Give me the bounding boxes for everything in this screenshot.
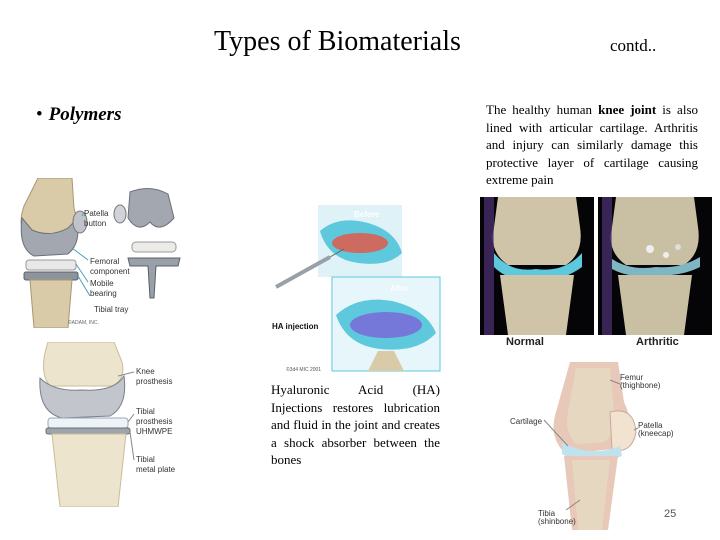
label-kneecap: (kneecap) bbox=[638, 429, 674, 438]
label-patella-anatomy: Patella bbox=[638, 421, 663, 430]
label-uhmwpe: UHMWPE bbox=[136, 427, 172, 436]
description-text-1: The healthy human bbox=[486, 102, 599, 117]
knee-anatomy-figure: Femur (thighbone) Cartilage Patella (kne… bbox=[506, 362, 712, 530]
bullet-label: Polymers bbox=[48, 104, 122, 125]
label-mobile: Mobile bbox=[90, 279, 114, 288]
knee-implant-figure: Patella button Femoral component Mobile … bbox=[10, 178, 188, 328]
label-metal-plate: metal plate bbox=[136, 465, 176, 474]
bullet-item-polymers: •Polymers bbox=[36, 104, 121, 126]
injection-credit: ©3d4 MIC 2001 bbox=[286, 366, 321, 373]
label-component: component bbox=[90, 267, 130, 276]
description-text-2: is also lined with articular cartilage. … bbox=[486, 102, 699, 187]
label-thighbone: (thighbone) bbox=[620, 381, 661, 390]
label-femoral: Femoral bbox=[90, 257, 120, 266]
label-prosthesis: prosthesis bbox=[136, 377, 172, 386]
slide-title: Types of Biomaterials bbox=[214, 26, 461, 57]
ha-caption: Hyaluronic Acid (HA) Injections restores… bbox=[271, 382, 440, 467]
label-patella: Patella bbox=[84, 209, 109, 218]
label-knee: Knee bbox=[136, 367, 155, 376]
description-bold: knee joint bbox=[598, 102, 657, 117]
label-before: Before bbox=[354, 210, 380, 219]
implant-credit: ©ADAM, INC. bbox=[68, 319, 99, 326]
normal-vs-arthritic-figure: Normal Arthritic bbox=[480, 197, 712, 347]
label-tibial-2: Tibial bbox=[136, 455, 155, 464]
page-number: 25 bbox=[664, 508, 677, 520]
label-prosthesis-2: prosthesis bbox=[136, 417, 172, 426]
ha-injection-figure: Before After HA injection ©3d4 MIC 2001 bbox=[268, 203, 444, 375]
knee-description: The healthy human knee joint is also lin… bbox=[486, 101, 698, 189]
label-ha-injection: HA injection bbox=[272, 322, 318, 331]
label-cartilage: Cartilage bbox=[510, 417, 543, 426]
label-bearing: bearing bbox=[90, 289, 117, 298]
label-arthritic: Arthritic bbox=[636, 336, 679, 347]
bullet-symbol: • bbox=[36, 104, 43, 125]
label-button: button bbox=[84, 219, 106, 228]
label-femur: Femur bbox=[620, 373, 643, 382]
label-tibia: Tibia bbox=[538, 509, 556, 518]
label-normal: Normal bbox=[506, 336, 544, 347]
label-after: After bbox=[390, 284, 409, 293]
label-tibial: Tibial bbox=[136, 407, 155, 416]
label-tibial-tray: Tibial tray bbox=[94, 305, 128, 314]
continued-label: contd.. bbox=[610, 36, 657, 55]
knee-prosthesis-figure: Knee prosthesis Tibial prosthesis UHMWPE… bbox=[18, 342, 184, 507]
label-shinbone: (shinbone) bbox=[538, 517, 576, 526]
